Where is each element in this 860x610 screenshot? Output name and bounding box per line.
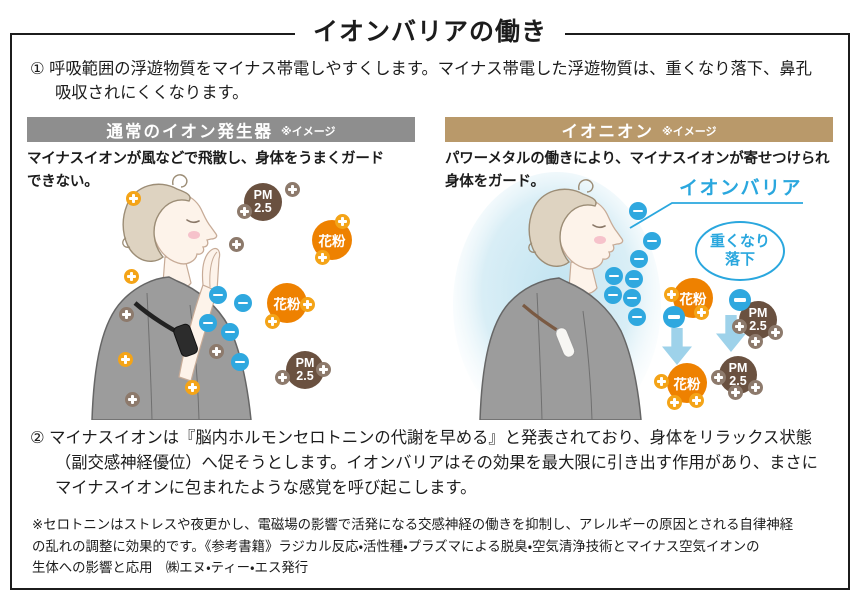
pm-label: PM xyxy=(748,306,768,321)
pm-value: 2.5 xyxy=(749,319,767,333)
minus-icon xyxy=(663,306,685,328)
plus-icon xyxy=(124,269,139,284)
pollen-label: 花粉 xyxy=(673,377,701,392)
bubble-line1: 重くなり xyxy=(709,233,770,250)
pm-value: 2.5 xyxy=(254,201,272,215)
plus-icon xyxy=(732,319,747,334)
panel-right-header-note: ※イメージ xyxy=(662,125,717,138)
plus-icon xyxy=(119,307,134,322)
woman-ion-barrier-drawing xyxy=(453,172,803,420)
minus-icon xyxy=(604,286,622,304)
pm-label: PM xyxy=(728,361,748,376)
ion-device-pendant-black xyxy=(173,323,199,357)
plus-icon xyxy=(300,297,315,312)
page-title: イオンバリアの働き xyxy=(294,15,566,49)
plus-icon xyxy=(667,395,682,410)
pm-value: 2.5 xyxy=(296,369,314,383)
plus-icon xyxy=(748,334,763,349)
minus-icon xyxy=(623,289,641,307)
bubble-line2: 落下 xyxy=(724,251,755,268)
plus-icon xyxy=(275,370,290,385)
plus-icon xyxy=(285,182,300,197)
plus-icon xyxy=(209,344,224,359)
minus-icon xyxy=(234,294,252,312)
plus-icon xyxy=(711,370,726,385)
panel-normal-ion-generator: 通常のイオン発生器 ※イメージ マイナスイオンが風などで飛散し、身体をうまくガー… xyxy=(27,117,415,420)
minus-icon xyxy=(643,232,661,250)
minus-icon xyxy=(628,308,646,326)
panel-left-header-bar: 通常のイオン発生器 ※イメージ xyxy=(27,117,415,142)
pollen-label: 花粉 xyxy=(679,292,707,307)
plus-icon xyxy=(768,325,783,340)
plus-icon xyxy=(125,392,140,407)
minus-icon xyxy=(231,353,249,371)
plus-icon xyxy=(315,250,330,265)
plus-icon xyxy=(335,214,350,229)
intro-text: ① 呼吸範囲の浮遊物質をマイナス帯電しやすくします。マイナス帯電した浮遊物質は、… xyxy=(30,60,812,103)
pm-label: PM xyxy=(295,356,315,371)
callout-pointer-line xyxy=(629,202,803,229)
pm-label: PM xyxy=(253,188,273,203)
panel-right-header: イオニオン xyxy=(561,122,654,141)
minus-icon xyxy=(629,202,647,220)
heavy-fall-bubble: 重くなり 落下 xyxy=(695,221,785,281)
minus-icon xyxy=(630,250,648,268)
minus-icon xyxy=(625,270,643,288)
panel-left-description: マイナスイオンが風などで飛散し、身体をうまくガード できない。 xyxy=(27,151,384,190)
plus-icon xyxy=(229,237,244,252)
minus-icon xyxy=(221,323,239,341)
minus-icon xyxy=(199,314,217,332)
panel-right-description: パワーメタルの働きにより、マイナスイオンが寄せつけられ 身体をガード。 xyxy=(445,151,830,190)
woman-left xyxy=(91,174,252,420)
minus-icon xyxy=(605,267,623,285)
pollen-label: 花粉 xyxy=(273,297,301,312)
ion-barrier-callout: イオンバリア xyxy=(679,178,803,199)
woman-right xyxy=(479,179,642,420)
minus-icon xyxy=(729,289,751,311)
plus-icon xyxy=(265,314,280,329)
panel-ionion: イオニオン ※イメージ パワーメタルの働きにより、マイナスイオンが寄せつけられ … xyxy=(445,117,833,420)
plus-icon xyxy=(728,385,743,400)
plus-icon xyxy=(654,374,669,389)
plus-icon xyxy=(748,380,763,395)
plus-icon xyxy=(316,362,331,377)
plus-icon xyxy=(126,191,141,206)
plus-icon xyxy=(694,305,709,320)
plus-icon xyxy=(689,393,704,408)
footnote-text: ※セロトニンはストレスや夜更かし、電磁場の影響で活発になる交感神経の働きを抑制し… xyxy=(32,517,794,576)
panel-left-header: 通常のイオン発生器 xyxy=(106,122,273,141)
minus-icon xyxy=(209,286,227,304)
plus-icon xyxy=(118,352,133,367)
panel-left-header-note: ※イメージ xyxy=(281,125,336,138)
plus-icon xyxy=(185,380,200,395)
body-text-2: ② マイナスイオンは『脳内ホルモンセロトニンの代謝を早める』と発表されており、身… xyxy=(30,429,818,497)
panel-right-header-bar: イオニオン ※イメージ xyxy=(445,117,833,142)
ion-device-pendant-white xyxy=(555,327,576,358)
pollen-label: 花粉 xyxy=(318,234,346,249)
pm-value: 2.5 xyxy=(729,374,747,388)
plus-icon xyxy=(664,287,679,302)
plus-icon xyxy=(237,204,252,219)
